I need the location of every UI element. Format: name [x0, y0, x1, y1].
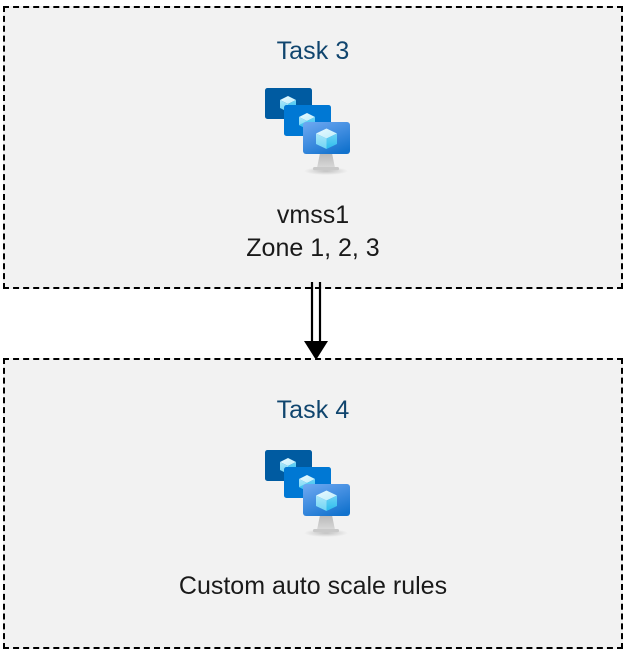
connector-arrow-task3-to-task4	[304, 282, 328, 360]
caption-line: Zone 1, 2, 3	[246, 234, 380, 262]
monitor-front-icon	[303, 122, 350, 154]
task-box-title: Task 3	[276, 37, 350, 65]
arrow-head-icon	[304, 341, 328, 360]
monitor-stand-icon	[313, 153, 339, 171]
caption-line: Custom auto scale rules	[178, 572, 448, 600]
azure-vm-scale-set-icon	[265, 450, 350, 537]
cube-glyph-front	[316, 490, 337, 511]
cube-glyph-front	[316, 128, 337, 149]
task-box-task4[interactable]: Task 4	[3, 358, 623, 649]
task-box-title: Task 4	[276, 396, 350, 424]
task-box-captions: Custom auto scale rules	[179, 570, 447, 603]
azure-vm-scale-set-icon	[265, 88, 350, 175]
caption-line: vmss1	[276, 201, 350, 229]
monitor-stand-icon	[313, 515, 339, 533]
task-box-captions: vmss1 Zone 1, 2, 3	[246, 199, 379, 265]
task-box-task3[interactable]: Task 3	[3, 6, 623, 289]
monitor-front-icon	[303, 484, 350, 516]
